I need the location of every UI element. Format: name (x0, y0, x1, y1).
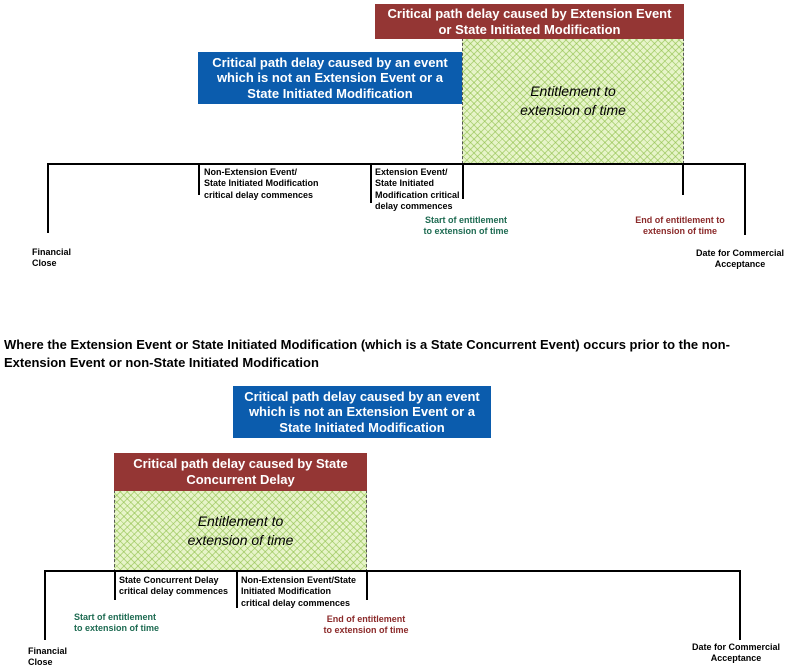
label-line: End of entitlement (326, 614, 406, 624)
tick-state-concurrent (114, 570, 116, 600)
label-line: Initiated Modification (241, 586, 331, 597)
end-entitlement-label-bottom: End of entitlement to extension of time (318, 614, 414, 637)
entitlement-line-1: Entitlement to (197, 513, 284, 530)
tick-extension (370, 163, 372, 203)
non-extension-delay-box: Critical path delay caused by an event w… (198, 52, 462, 104)
extension-delay-text: Critical path delay caused by Extension … (387, 5, 672, 37)
tick-non-extension (198, 163, 200, 195)
non-extension-commences-label: Non-Extension Event/ State Initiated Mod… (204, 167, 319, 201)
label-line: Financial (28, 646, 68, 656)
label-line: Non-Extension Event/ (204, 167, 298, 177)
financial-close-label-bottom: Financial Close (28, 646, 67, 669)
label-line: Date for Commercial (695, 248, 785, 258)
entitlement-area-top: Entitlement to extension of time (462, 38, 684, 164)
label-line: to extension of time (423, 226, 509, 237)
label-line: critical delay commences (241, 597, 351, 608)
label-line: End of entitlement to (635, 215, 725, 225)
timeline-bottom (44, 570, 741, 572)
scenario-heading: Where the Extension Event or State Initi… (4, 337, 730, 370)
label-line: delay commences (375, 200, 453, 211)
timeline-top (47, 163, 746, 165)
label-line: State Initiated (375, 178, 435, 189)
label-line: Close (32, 258, 57, 269)
dca-label-bottom: Date for Commercial Acceptance (689, 642, 783, 665)
non-extension-commences-label-bottom: Non-Extension Event/State Initiated Modi… (241, 575, 356, 609)
financial-close-label: Financial Close (32, 247, 71, 270)
label-line: State Initiated Modification (204, 178, 319, 189)
label-line: extension of time (642, 226, 717, 237)
extension-commences-label: Extension Event/ State Initiated Modific… (375, 167, 460, 212)
tick-financial-close (47, 163, 49, 233)
label-line: critical delay commences (204, 189, 314, 200)
start-entitlement-label-bottom: Start of entitlement to extension of tim… (74, 612, 159, 635)
dca-label: Date for Commercial Acceptance (693, 248, 787, 271)
label-line: Start of entitlement (74, 612, 157, 622)
label-line: Non-Extension Event/State (241, 575, 357, 585)
extension-delay-box: Critical path delay caused by Extension … (375, 4, 684, 39)
non-extension-delay-box-bottom: Critical path delay caused by an event w… (233, 386, 491, 438)
entitlement-area-bottom: Entitlement to extension of time (114, 490, 367, 572)
label-line: critical delay commences (119, 586, 229, 597)
label-line: Close (28, 657, 53, 668)
tick-end-entitlement (682, 163, 684, 195)
tick-dca-bottom (739, 570, 741, 640)
label-line: Acceptance (710, 653, 762, 664)
label-line: Start of entitlement (424, 215, 507, 225)
label-line: Acceptance (714, 259, 766, 270)
tick-end-entitlement-bottom (366, 570, 368, 600)
label-line: to extension of time (74, 623, 160, 634)
entitlement-label: Entitlement to extension of time (520, 82, 626, 120)
label-line: Date for Commercial (691, 642, 781, 652)
tick-start-entitlement (462, 163, 464, 199)
non-extension-delay-text-bottom: Critical path delay caused by an event w… (244, 388, 480, 435)
label-line: Financial (32, 247, 72, 257)
label-line: Modification critical (375, 189, 460, 200)
entitlement-label-bottom: Entitlement to extension of time (188, 512, 294, 550)
tick-dca (744, 163, 746, 235)
label-line: Extension Event/ (375, 167, 448, 177)
state-concurrent-commences-label: State Concurrent Delay critical delay co… (119, 575, 228, 598)
tick-non-extension-bottom (236, 570, 238, 608)
start-entitlement-label: Start of entitlement to extension of tim… (418, 215, 514, 238)
label-line: State Concurrent Delay (119, 575, 219, 585)
entitlement-line-2: extension of time (187, 532, 294, 548)
end-entitlement-label: End of entitlement to extension of time (630, 215, 730, 238)
state-concurrent-delay-box: Critical path delay caused by State Conc… (114, 453, 367, 491)
entitlement-line-1: Entitlement to (530, 83, 616, 100)
entitlement-line-2: extension of time (520, 102, 626, 118)
state-concurrent-delay-text: Critical path delay caused by State Conc… (133, 456, 348, 487)
tick-financial-close-bottom (44, 570, 46, 640)
label-line: to extension of time (323, 625, 409, 636)
non-extension-delay-text: Critical path delay caused by an event w… (212, 54, 448, 101)
